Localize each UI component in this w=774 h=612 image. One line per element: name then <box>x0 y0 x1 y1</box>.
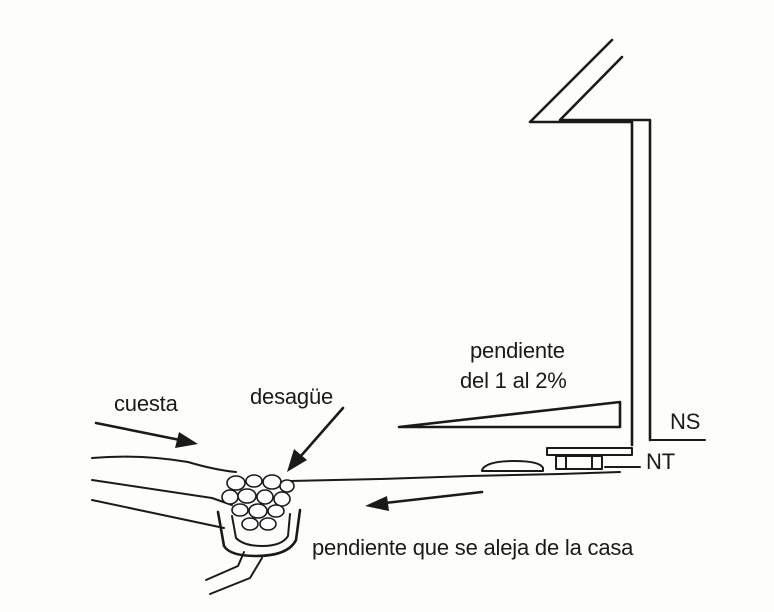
stone <box>267 504 285 518</box>
desague-arrow <box>287 406 345 472</box>
hill-base-line <box>91 499 225 529</box>
label-pendiente-casa: pendiente que se aleja de la casa <box>312 535 634 560</box>
drain-trench <box>216 508 302 558</box>
cuesta-arrow-head <box>175 432 198 448</box>
wall-footing <box>546 447 633 456</box>
stone <box>248 503 268 519</box>
ground-block <box>555 455 603 470</box>
stone <box>245 474 263 488</box>
wall-inner-line <box>558 55 652 442</box>
stone <box>273 491 291 507</box>
outlet-pipe-lower <box>209 557 263 595</box>
hill-lower-line <box>91 479 233 506</box>
away-slope-arrow-head <box>365 496 389 511</box>
label-ns: NS <box>670 409 701 434</box>
drain-trench-inner <box>231 513 291 547</box>
away-slope-arrow-shaft <box>383 490 484 505</box>
stone <box>259 517 277 531</box>
label-cuesta: cuesta <box>114 391 178 416</box>
ground-line <box>289 471 621 482</box>
stone <box>241 517 259 531</box>
label-pendiente-line1: pendiente <box>470 338 565 363</box>
wall-outer-line <box>528 38 634 447</box>
stone <box>221 489 239 505</box>
label-pendiente-line2: del 1 al 2% <box>460 368 567 393</box>
outlet-pipe-upper <box>205 551 245 581</box>
house-wall <box>528 38 652 456</box>
desague-arrow-head <box>287 449 307 472</box>
label-nt: NT <box>646 449 675 474</box>
stone <box>262 474 282 490</box>
stone <box>279 479 295 493</box>
stone <box>237 488 257 504</box>
stone <box>226 475 246 491</box>
label-desague: desagüe <box>250 384 334 409</box>
desague-arrow-shaft <box>298 406 345 459</box>
away-slope-arrow <box>365 490 484 511</box>
stone <box>231 503 249 517</box>
hill-surface-line <box>91 455 237 473</box>
gravel-drain <box>216 474 302 558</box>
cuesta-arrow <box>94 421 198 448</box>
cuesta-arrow-shaft <box>94 421 182 442</box>
stone <box>256 489 274 505</box>
ground-slab-rounded <box>481 460 544 472</box>
slope-wedge <box>397 400 622 429</box>
